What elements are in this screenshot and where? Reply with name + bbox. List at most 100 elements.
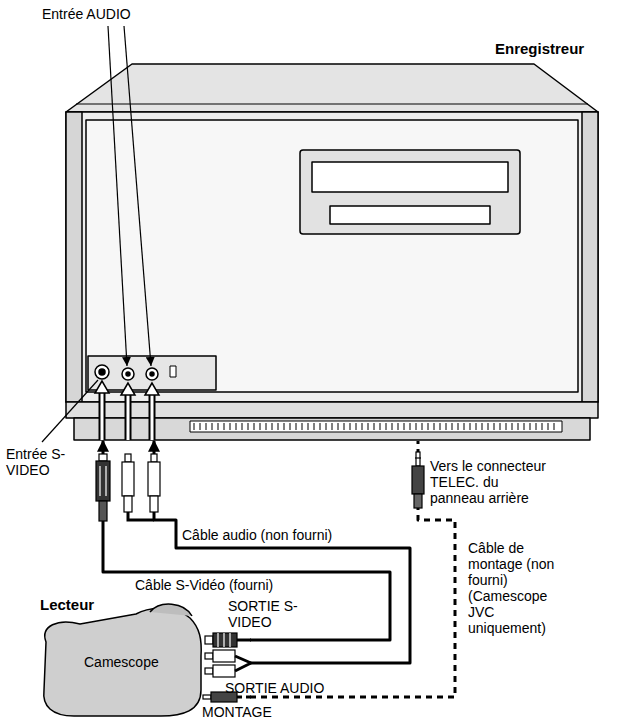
input-plugs — [412, 466, 424, 494]
input-plugs — [151, 454, 157, 462]
vent-slot — [224, 423, 225, 430]
leader-line — [124, 26, 151, 366]
output-plugs — [237, 639, 251, 642]
recorder-drawing — [150, 372, 154, 376]
jack-arrow — [125, 392, 132, 440]
text-holder: Entrée AUDIO — [42, 6, 172, 22]
recorder-drawing — [312, 162, 508, 192]
vent-slot — [266, 423, 267, 430]
vent-slot — [230, 423, 231, 430]
camcorder-drawing — [150, 604, 192, 616]
recorder-drawing — [66, 112, 598, 402]
jack-arrow — [101, 390, 104, 440]
text-holder: Enregistreur — [495, 40, 584, 58]
vent-slot — [458, 423, 459, 430]
port-label: SORTIE S-VIDEO — [228, 598, 300, 630]
vent-slot — [392, 423, 393, 430]
camcorder-drawing — [44, 604, 201, 716]
recorder-drawing — [66, 64, 598, 440]
recorder-drawing — [122, 368, 134, 380]
text-holder: Lecteur — [40, 596, 94, 614]
input-plugs — [414, 494, 422, 508]
vent-slot — [542, 423, 543, 430]
input-plugs — [99, 454, 107, 461]
device-heading: Lecteur — [40, 596, 94, 614]
recorder-drawing — [126, 372, 130, 376]
vent-slot — [368, 423, 369, 430]
vent-slot — [248, 423, 249, 430]
vent-slot — [476, 423, 477, 430]
vent-slot — [524, 423, 525, 430]
input-plugs — [148, 462, 160, 496]
vent-slot — [536, 423, 537, 430]
vent-slot — [530, 423, 531, 430]
vent-slots — [194, 423, 554, 430]
output-plugs — [205, 636, 213, 644]
text-holder: SORTIE S-VIDEO — [228, 598, 300, 630]
vent-slot — [440, 423, 441, 430]
output-plugs — [203, 695, 211, 699]
output-plugs — [213, 665, 235, 677]
input-plugs — [96, 461, 110, 501]
cable-label: Câble audio (non fourni) — [182, 527, 372, 543]
jack-arrow — [95, 381, 109, 393]
jack-arrow — [149, 392, 156, 440]
jack-arrow — [99, 390, 106, 440]
vent-slot — [236, 423, 237, 430]
vent-slot — [290, 423, 291, 430]
vent-slot — [488, 423, 489, 430]
vent-slot — [206, 423, 207, 430]
text-holder: MONTAGE — [202, 704, 302, 720]
output-plugs — [205, 653, 213, 659]
text-holder: Câble de montage (non fourni) (Camescope… — [468, 540, 572, 636]
vent-slot — [464, 423, 465, 430]
cable-label: Câble S-Vidéo (fourni) — [135, 577, 335, 593]
jack-arrow — [127, 392, 130, 440]
vent-slot — [212, 423, 213, 430]
vent-slot — [320, 423, 321, 430]
recorder-drawing — [300, 150, 520, 234]
input-plugs — [124, 496, 132, 512]
recorder-drawing — [170, 366, 176, 377]
vent-slot — [296, 423, 297, 430]
vent-slot — [332, 423, 333, 430]
recorder-drawing — [95, 365, 109, 379]
input-plugs — [150, 496, 158, 512]
recorder-box: Enregistreur — [65, 62, 600, 440]
vent-slot — [494, 423, 495, 430]
vent-slot — [548, 423, 549, 430]
output-plugs — [218, 633, 230, 647]
device-heading: Enregistreur — [495, 40, 584, 58]
leader-line — [42, 380, 98, 442]
text-holder: Vers le connecteur TELEC. du panneau arr… — [430, 458, 556, 506]
vent-slot — [278, 423, 279, 430]
jack-arrow — [145, 383, 159, 395]
vent-slot — [308, 423, 309, 430]
vent-slot — [554, 423, 555, 430]
output-plugs — [213, 650, 235, 662]
vent-slot — [272, 423, 273, 430]
recorder-drawing — [76, 104, 588, 105]
input-arrows — [42, 26, 159, 442]
vent-slot — [218, 423, 219, 430]
vent-slot — [350, 423, 351, 430]
recorder-drawing — [146, 368, 158, 380]
port-label: SORTIE AUDIO — [225, 680, 345, 696]
vent-slot — [386, 423, 387, 430]
vent-slot — [302, 423, 303, 430]
cable-label: Câble de montage (non fourni) (Camescope… — [468, 540, 572, 636]
vent-slot — [284, 423, 285, 430]
recorder-drawing — [66, 402, 598, 418]
cable-connector — [154, 441, 410, 663]
cable-connector — [250, 441, 455, 697]
port-label: Entrée S-VIDEO — [6, 446, 72, 478]
vent-slot — [416, 423, 417, 430]
input-plugs — [415, 457, 421, 458]
vent-slot — [428, 423, 429, 430]
vent-slot — [452, 423, 453, 430]
text-holder: Câble S-Vidéo (fourni) — [135, 577, 335, 593]
device-name: Camescope — [84, 654, 159, 670]
